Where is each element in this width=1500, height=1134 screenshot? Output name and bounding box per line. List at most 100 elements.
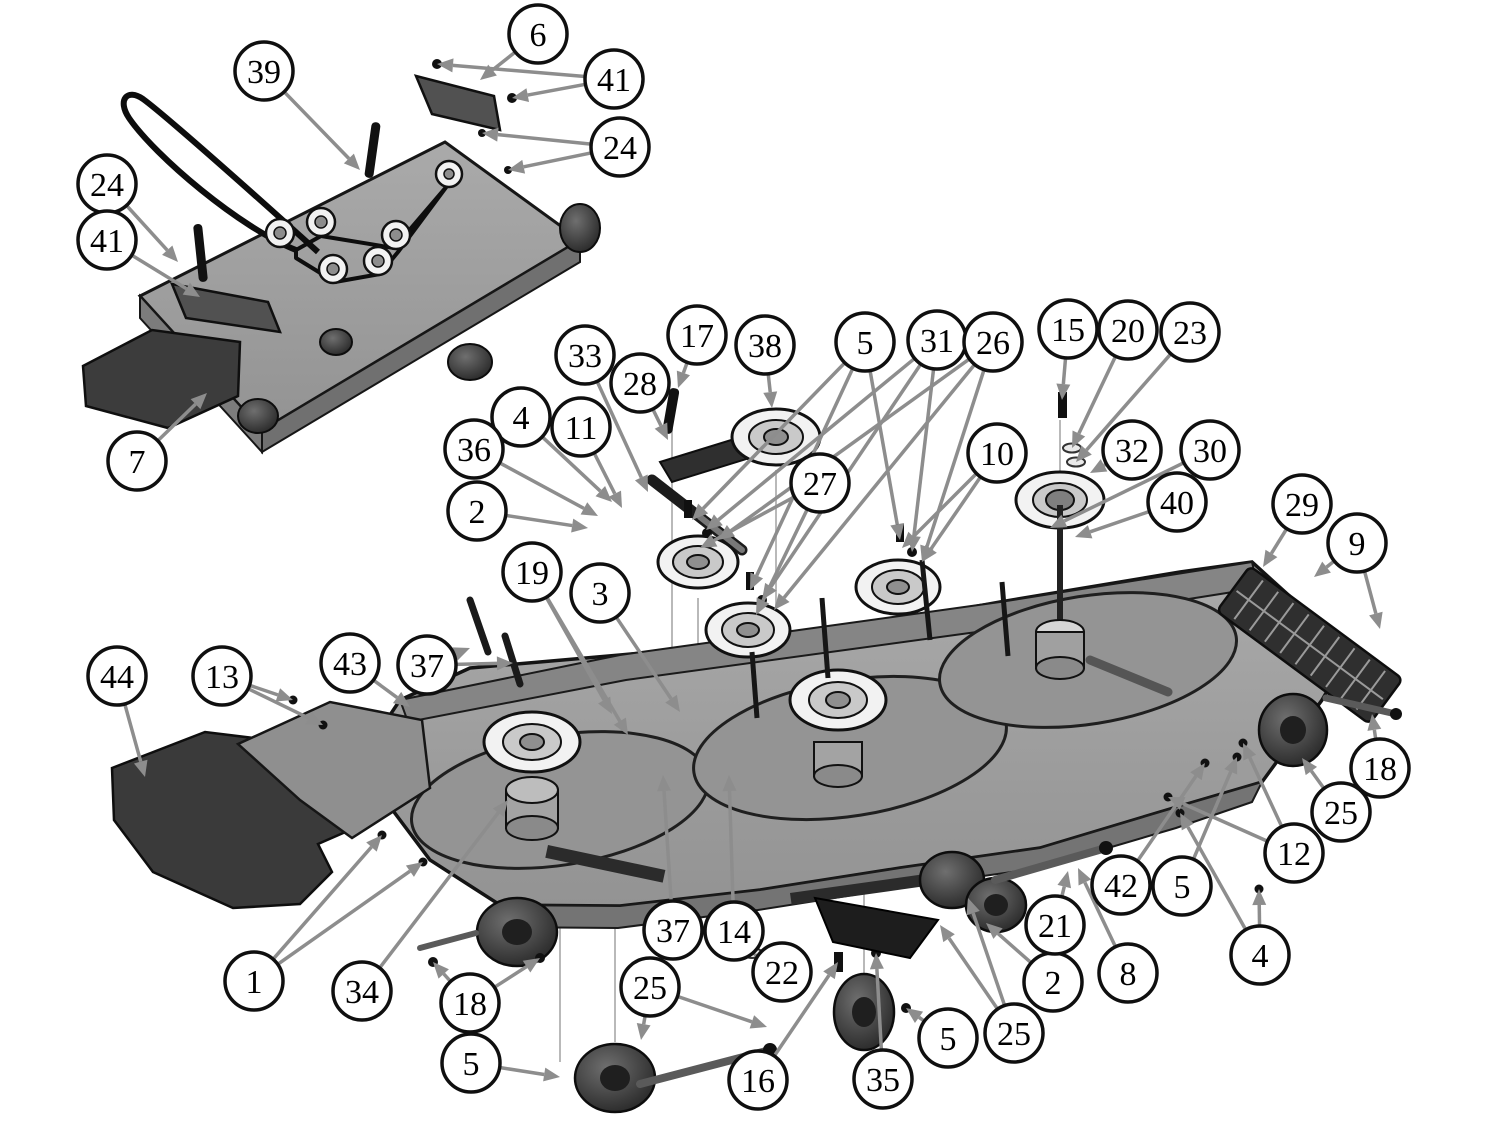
callout-circle [490, 386, 552, 448]
leader-arrowhead [902, 531, 919, 548]
callout-circle [554, 324, 616, 386]
callout-5: 5 [440, 1032, 502, 1094]
leader-line-30 [1063, 461, 1185, 523]
callout-41: 41 [583, 48, 645, 110]
leader-line-11 [592, 452, 617, 495]
callout-number: 26 [976, 325, 1010, 362]
leader-line-33 [595, 380, 643, 479]
callout-number: 35 [866, 1062, 900, 1099]
callout-4: 4 [1229, 924, 1291, 986]
vent-grate [1217, 567, 1402, 723]
callout-circle [1101, 419, 1163, 481]
callout-5: 5 [917, 1007, 979, 1069]
callout-number: 12 [1277, 836, 1311, 873]
callout-circle [1263, 822, 1325, 884]
leader-arrowhead [305, 711, 323, 725]
leader-arrowhead [1056, 383, 1071, 400]
callout-2: 2 [446, 480, 508, 542]
callout-number: 29 [1285, 487, 1319, 524]
callout-circle [319, 632, 381, 694]
callout-circle [507, 3, 569, 65]
chute-mount-bracket [235, 700, 432, 840]
mounted-pulley [482, 710, 582, 841]
leader-arrowhead [1076, 445, 1092, 462]
mini-wheel [559, 203, 601, 253]
leader-line-27 [713, 495, 796, 542]
callout-41: 41 [76, 209, 138, 271]
callout-circle [1349, 737, 1411, 799]
callout-43: 43 [319, 632, 381, 694]
leader-line-13 [247, 687, 310, 720]
callout-16: 16 [727, 1049, 789, 1111]
leader-arrowhead [543, 1067, 560, 1082]
callout-circle [1159, 301, 1221, 363]
leader-line-40 [1089, 509, 1151, 534]
leader-line-42 [1136, 775, 1198, 863]
drive-belt-run [294, 184, 449, 284]
leader-arrowhead [492, 800, 508, 817]
leader-line-2 [505, 513, 573, 528]
leader-arrowhead [437, 58, 454, 73]
leader-line-8 [1083, 881, 1118, 948]
leader-arrowhead [1302, 758, 1318, 776]
callout-13: 13 [191, 645, 253, 707]
leader-line-5 [701, 361, 847, 510]
callout-circle [852, 1048, 914, 1110]
callout-number: 25 [997, 1016, 1031, 1053]
callout-28: 28 [609, 352, 671, 414]
leader-line-25 [676, 994, 753, 1024]
callout-number: 5 [857, 325, 874, 362]
callout-39: 39 [233, 40, 295, 102]
blade [790, 872, 941, 905]
callout-number: 4 [513, 400, 530, 437]
leader-arrowhead [433, 962, 449, 979]
callout-number: 37 [656, 913, 690, 950]
callout-number: 39 [247, 54, 281, 91]
callout-circle [917, 1007, 979, 1069]
callout-circle [569, 562, 631, 624]
leader-arrowhead [275, 688, 293, 702]
mini-lever [193, 224, 208, 282]
callout-circle [76, 209, 138, 271]
leader-arrowhead [512, 88, 530, 102]
mini-lever [364, 122, 381, 178]
leader-arrowhead [508, 159, 526, 174]
leader-arrowhead [480, 64, 497, 80]
callout-number: 9 [1349, 526, 1366, 563]
callout-circle [439, 972, 501, 1034]
callout-8: 8 [1097, 942, 1159, 1004]
leader-line-9 [1362, 570, 1378, 614]
callout-2: 2 [1022, 951, 1084, 1013]
callout-3: 3 [569, 562, 631, 624]
callout-circle [642, 899, 704, 961]
callout-17: 17 [666, 304, 728, 366]
leader-line-20 [1077, 355, 1118, 435]
callout-number: 24 [90, 167, 124, 204]
leader-line-31 [912, 368, 936, 537]
callout-number: 36 [457, 432, 491, 469]
leader-line-24 [125, 204, 169, 252]
callout-35: 35 [852, 1048, 914, 1110]
leader-line-26 [729, 357, 971, 533]
callout-number: 41 [597, 62, 631, 99]
leader-arrowhead [634, 474, 648, 492]
callout-circle [1037, 298, 1099, 360]
leader-arrowhead [890, 523, 905, 540]
leader-arrowhead [496, 656, 513, 671]
callout-circle [962, 311, 1024, 373]
leader-arrowhead [366, 835, 382, 852]
leader-line-13 [248, 683, 279, 697]
callout-circle [727, 1049, 789, 1111]
spindle-pulleys [482, 407, 1173, 841]
callout-number: 20 [1111, 313, 1145, 350]
callout-number: 8 [1120, 956, 1137, 993]
callout-circle [1179, 419, 1241, 481]
callout-circle [589, 116, 651, 178]
leader-arrowhead [392, 691, 410, 707]
leader-arrowhead [966, 898, 980, 916]
callout-1: 1 [223, 950, 285, 1012]
leader-arrowhead [1224, 757, 1238, 775]
callout-37: 37 [396, 634, 458, 696]
leader-line-5 [499, 1065, 545, 1077]
